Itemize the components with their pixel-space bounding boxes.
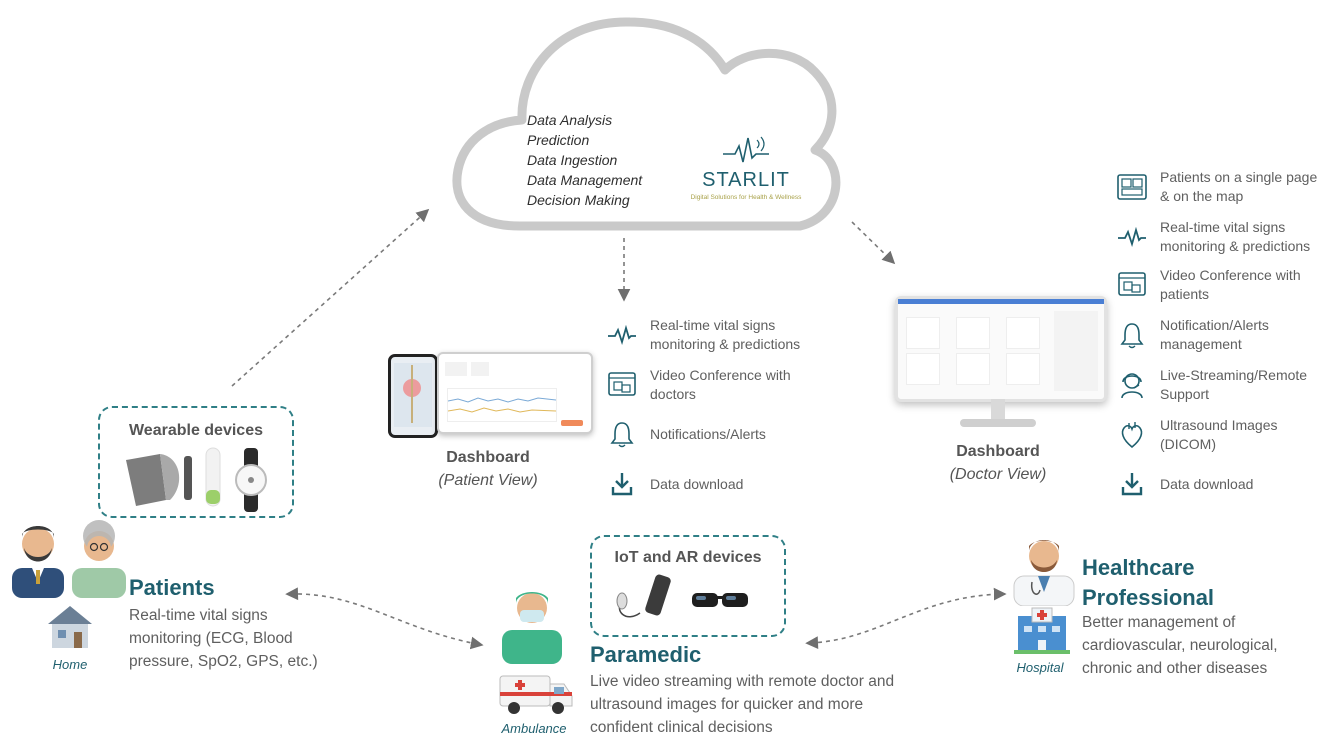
iot-box: IoT and AR devices <box>590 535 786 637</box>
doctor-dashboard-title: Dashboard <box>956 443 1040 460</box>
doctor-feature-label: Patients on a single page & on the map <box>1160 169 1318 204</box>
patient-feature-item: Notifications/Alerts <box>606 418 820 450</box>
logo-name: STARLIT <box>702 169 790 191</box>
smart-glasses-icon <box>692 593 748 607</box>
patient-feature-label: Real-time vital signs monitoring & predi… <box>650 317 801 352</box>
video-conference-icon <box>606 369 638 401</box>
patient-dashboard-title: Dashboard <box>446 449 530 466</box>
iot-devices-illustration <box>616 574 748 618</box>
doctor-feature-item: Real-time vital signs monitoring & predi… <box>1116 218 1330 256</box>
ambulance-label: Ambulance <box>501 721 567 736</box>
phone-mockup <box>388 354 438 438</box>
starlit-logo: STARLIT Digital Solutions for Health & W… <box>676 132 816 201</box>
wearables-title: Wearable devices <box>128 422 263 439</box>
blood-pressure-cuff-icon <box>126 454 192 506</box>
female-patient-icon <box>72 520 126 598</box>
monitor-base <box>960 419 1036 427</box>
cloud-shape <box>452 17 841 231</box>
doctor-feature-item: Notification/Alerts management <box>1116 316 1330 354</box>
heart-icon <box>1116 419 1148 451</box>
arrow-patients-paramedic <box>285 587 484 650</box>
bell-icon <box>1116 319 1148 351</box>
healthcare-title-line2: Professional <box>1082 585 1215 610</box>
cloud-item: Prediction <box>527 132 590 148</box>
monitor-stand <box>991 399 1005 421</box>
cloud-item: Data Ingestion <box>527 152 618 168</box>
chart-thumbnail <box>447 388 557 422</box>
wearables-box: Wearable devices <box>98 406 294 518</box>
bell-icon <box>606 418 638 450</box>
arrow-wearables-to-cloud <box>231 208 430 387</box>
headset-icon <box>1116 369 1148 401</box>
doctor-feature-label: Live-Streaming/Remote Support <box>1160 367 1308 402</box>
starlit-logo-pulse-icon <box>723 136 769 163</box>
arrow-paramedic-healthcare <box>805 587 1007 650</box>
thermometer-icon <box>205 447 221 507</box>
doctor-dashboard-subtitle: (Doctor View) <box>949 466 1047 483</box>
patient-feature-item: Real-time vital signs monitoring & predi… <box>606 316 820 354</box>
cloud-item: Data Management <box>527 172 643 188</box>
healthcare-title: Healthcare Professional <box>1082 553 1214 613</box>
pulse-icon <box>606 319 638 351</box>
wearable-devices-illustration <box>126 447 267 512</box>
patients-title: Patients <box>129 575 215 600</box>
ultrasound-probe-icon <box>616 574 671 618</box>
male-patient-icon <box>12 526 64 598</box>
doctor-feature-item: Data download <box>1116 468 1330 500</box>
doctor-feature-label: Ultrasound Images (DICOM) <box>1160 417 1278 452</box>
doctor-feature-label: Video Conference with patients <box>1160 267 1301 302</box>
cloud-services-list: Data Analysis Prediction Data Ingestion … <box>527 110 642 210</box>
download-icon <box>1116 468 1148 500</box>
monitor-mockup <box>895 296 1107 402</box>
doctor-feature-item: Video Conference with patients <box>1116 266 1330 304</box>
logo-tagline: Digital Solutions for Health & Wellness <box>690 194 802 201</box>
pulse-icon <box>1116 221 1148 253</box>
patients-map-icon <box>1116 171 1148 203</box>
house-icon <box>48 606 92 648</box>
doctor-feature-label: Data download <box>1160 475 1254 492</box>
patient-feature-item: Video Conference with doctors <box>606 366 820 404</box>
smartwatch-icon <box>235 448 267 512</box>
iot-title: IoT and AR devices <box>614 549 762 566</box>
cloud-item: Decision Making <box>527 192 630 208</box>
hospital-icon <box>1014 607 1070 654</box>
paramedic-icon <box>502 592 562 664</box>
doctor-feature-item: Live-Streaming/Remote Support <box>1116 366 1330 404</box>
patient-feature-label: Data download <box>650 475 744 492</box>
patients-illustration <box>12 520 126 598</box>
paramedic-title: Paramedic <box>590 642 702 667</box>
doctor-feature-label: Real-time vital signs monitoring & predi… <box>1160 219 1311 254</box>
home-label: Home <box>52 657 88 672</box>
tablet-mockup <box>437 352 593 434</box>
patients-description: Real-time vital signs monitoring (ECG, B… <box>129 607 318 670</box>
video-conference-icon <box>1116 269 1148 301</box>
patient-feature-label: Notifications/Alerts <box>650 425 766 442</box>
download-icon <box>606 468 638 500</box>
hospital-label: Hospital <box>1016 660 1064 675</box>
doctor-feature-label: Notification/Alerts management <box>1160 317 1269 352</box>
doctor-feature-item: Ultrasound Images (DICOM) <box>1116 416 1330 454</box>
doctor-icon <box>1013 540 1075 606</box>
doctor-feature-item: Patients on a single page & on the map <box>1116 168 1330 206</box>
healthcare-description: Better management of cardiovascular, neu… <box>1082 614 1278 677</box>
patient-feature-item: Data download <box>606 468 820 500</box>
ambulance-icon <box>499 675 573 714</box>
paramedic-description: Live video streaming with remote doctor … <box>590 673 895 736</box>
patient-feature-label: Video Conference with doctors <box>650 367 791 402</box>
cloud-item: Data Analysis <box>527 112 613 128</box>
arrow-cloud-to-doctor-dashboard <box>851 221 896 265</box>
healthcare-title-line1: Healthcare <box>1082 555 1195 580</box>
patient-dashboard-subtitle: (Patient View) <box>438 472 538 489</box>
